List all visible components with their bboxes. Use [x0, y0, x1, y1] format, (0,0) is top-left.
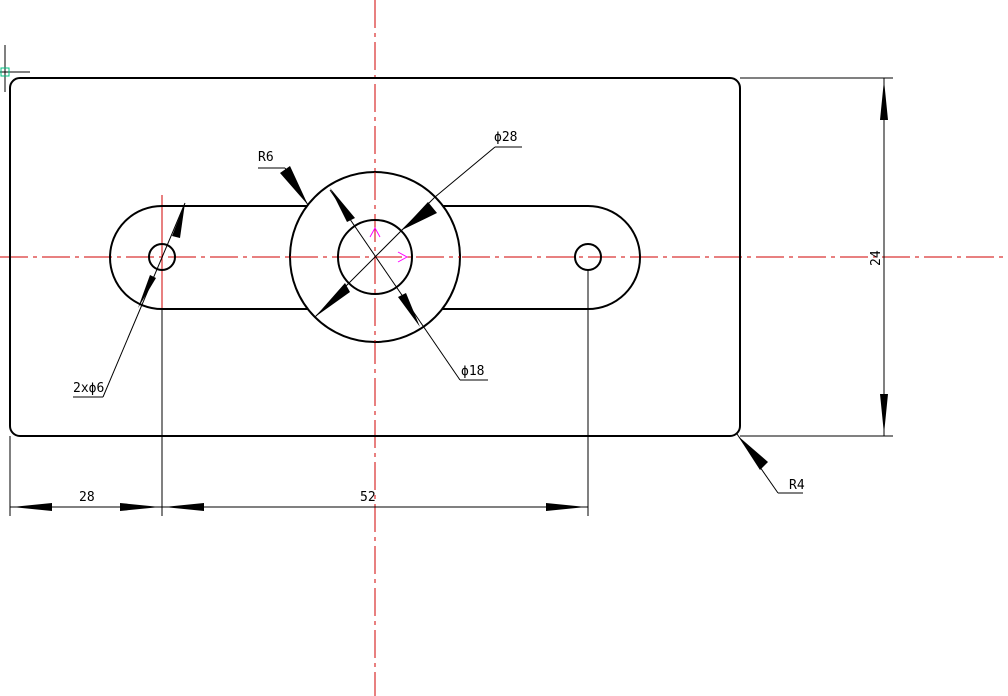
- dim-52-label: 52: [360, 490, 376, 505]
- arrowhead: [398, 293, 420, 327]
- arrowhead: [280, 166, 308, 205]
- phi28-leader: [434, 146, 496, 198]
- r4-label: R4: [789, 478, 805, 493]
- dim-24-label: 24: [869, 250, 884, 266]
- hole-left[interactable]: [148, 243, 176, 271]
- plate-outline[interactable]: [9, 77, 741, 437]
- arrowhead: [402, 202, 437, 230]
- arrowhead: [738, 436, 768, 470]
- r6-label: R6: [258, 150, 274, 165]
- arrowhead: [330, 188, 355, 222]
- arrowhead: [12, 503, 52, 511]
- arrowhead: [546, 503, 586, 511]
- arrowhead: [315, 283, 350, 317]
- arrowhead: [172, 203, 185, 238]
- arrowhead: [120, 503, 160, 511]
- arrowhead: [880, 394, 888, 434]
- phi28-label: ϕ28: [494, 130, 517, 145]
- axis-icon: [369, 226, 409, 263]
- phi18-dim-line: [329, 189, 461, 381]
- arrowhead: [880, 80, 888, 120]
- arrowhead: [164, 503, 204, 511]
- cursor-crosshair-icon: [0, 45, 30, 92]
- phi18-label: ϕ18: [461, 364, 484, 379]
- dim-28-label: 28: [79, 490, 95, 505]
- arrowhead: [138, 275, 156, 308]
- hole-callout-label: 2xϕ6: [73, 381, 104, 396]
- hole-callout-leader: [102, 202, 186, 398]
- inner-bore-circle[interactable]: [337, 219, 413, 295]
